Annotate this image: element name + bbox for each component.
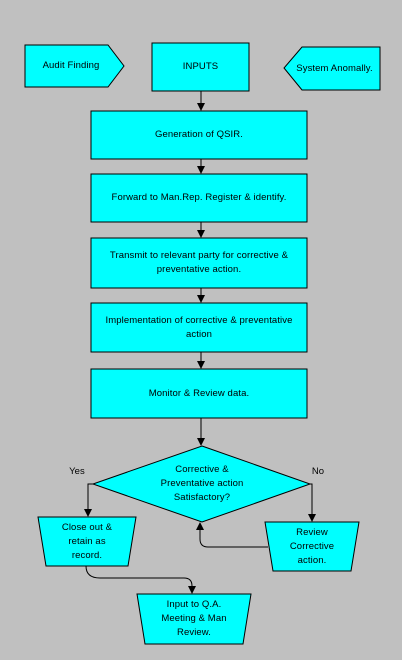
qa-meeting-label: Input to Q.A. Meeting & Man Review. (161, 599, 227, 638)
close-out-label: Close out & retain as record. (61, 521, 113, 561)
connector-yes-branch (84, 483, 93, 517)
step-box-3 (90, 237, 308, 289)
review-corrective-shape (264, 521, 360, 572)
connector-no-branch (308, 483, 316, 522)
no-label: No (311, 466, 325, 477)
step-box-2 (90, 173, 308, 223)
step-box-4 (90, 302, 308, 353)
step-box-5 (90, 368, 308, 419)
step-label-4: Implementation of corrective & preventat… (105, 314, 293, 340)
step-label-5: Monitor & Review data. (148, 387, 250, 399)
inputs-label: INPUTS (182, 61, 219, 72)
review-corrective-label: Review Corrective action. (289, 526, 335, 566)
decision-label: Corrective & Preventative action Satisfa… (160, 464, 244, 503)
qa-meeting-shape (136, 593, 252, 645)
audit-finding-label: Audit Finding (42, 60, 100, 71)
audit-finding-shape (24, 44, 125, 88)
yes-label: Yes (69, 466, 85, 477)
connector-review-loop (196, 522, 268, 548)
step-box-1 (90, 110, 308, 160)
close-out-shape (37, 516, 137, 567)
inputs-box (151, 42, 250, 92)
system-anomaly-shape (283, 46, 381, 91)
connector-closeout-to-qa (85, 565, 196, 594)
step-label-3: Transmit to relevant party for correctiv… (109, 250, 289, 275)
step-label-2: Forward to Man.Rep. Register & identify. (111, 192, 287, 203)
system-anomaly-label: System Anomally. (296, 62, 373, 74)
step-label-1: Generation of QSIR. (155, 129, 243, 140)
